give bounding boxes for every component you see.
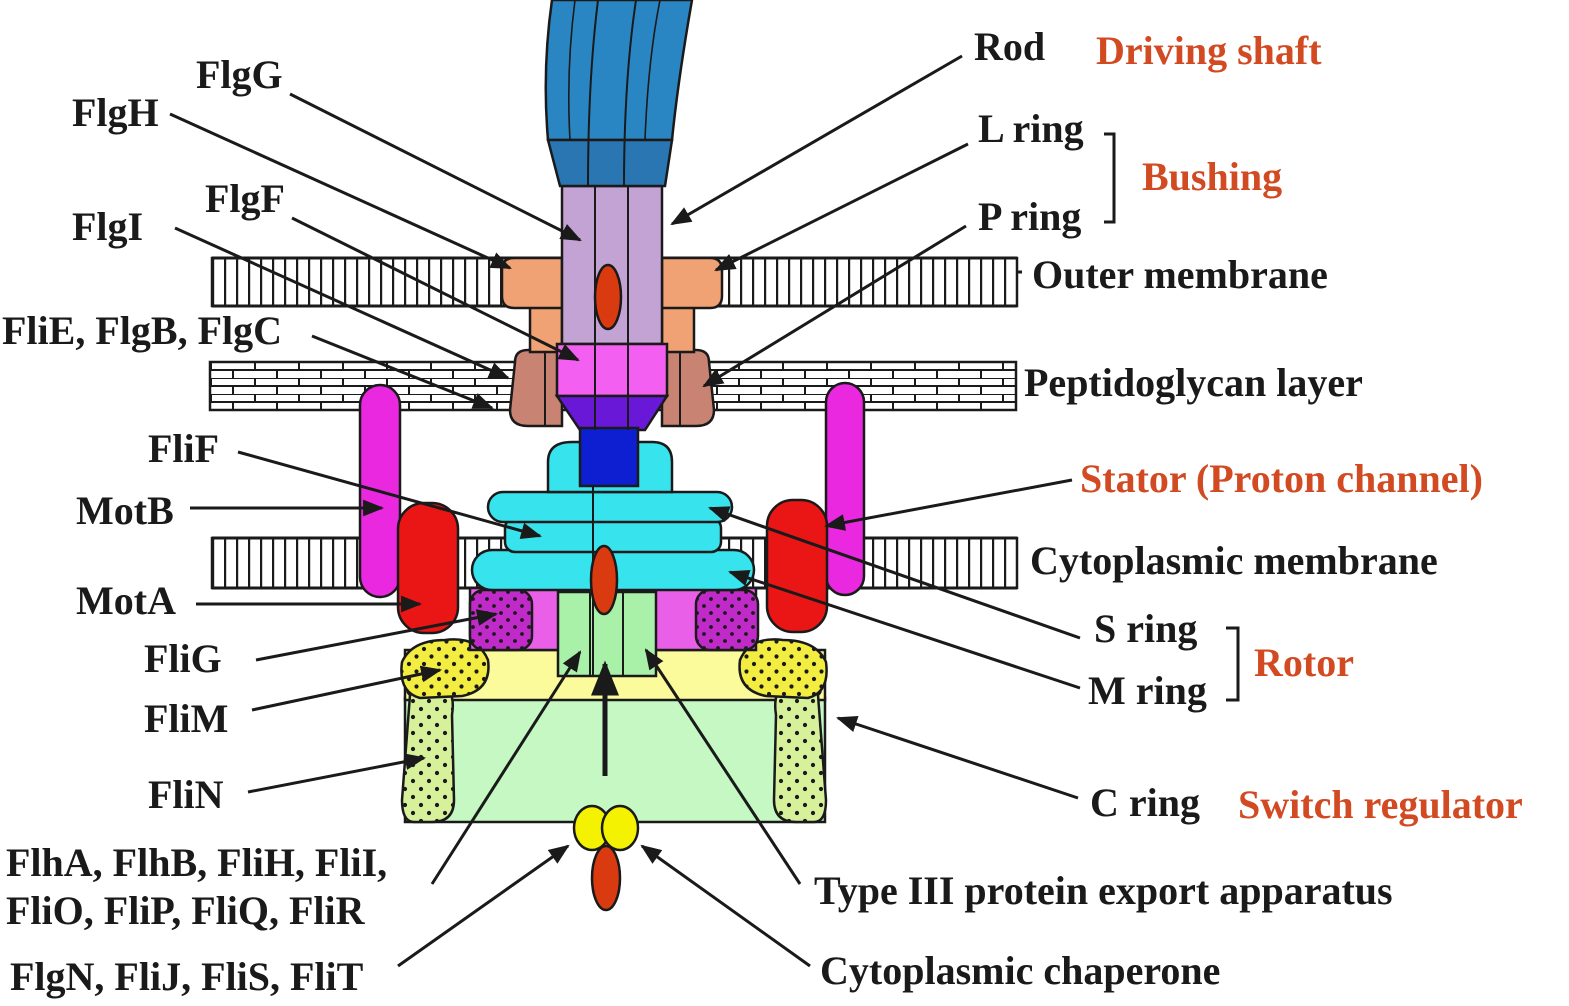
motA-right [765,498,829,634]
label-fliE-flgB-flgC: FliE, FlgB, FlgC [2,308,282,353]
label-rod: Rod [974,24,1045,69]
label-switch-regulator: Switch regulator [1238,782,1523,827]
label-rotor: Rotor [1254,640,1354,685]
label-bushing: Bushing [1142,154,1282,199]
channel-oval-upper [593,263,623,331]
label-fliN: FliN [148,772,224,817]
label-motA: MotA [76,578,176,623]
label-fliM: FliM [144,696,228,741]
label-cytoplasmic-membrane: Cytoplasmic membrane [1030,538,1438,583]
label-l-ring: L ring [978,106,1084,151]
label-flgG: FlgG [196,52,283,97]
motB-right [824,381,866,597]
fliM-complex [400,638,828,700]
label-fliG: FliG [144,636,222,681]
left-labels: FlgG FlgH FlgF FlgI FliE, FlgB, FlgC Fli… [2,52,387,999]
chaperone-complex [572,804,640,912]
label-export-proteins-1: FlhA, FlhB, FliH, FliI, [6,840,387,885]
fliN-complex [400,680,828,824]
label-driving-shaft: Driving shaft [1096,28,1322,73]
label-stator: Stator (Proton channel) [1080,456,1483,501]
label-p-ring: P ring [978,194,1081,239]
function-labels: Driving shaft Bushing Stator (Proton cha… [1080,28,1523,827]
label-outer-membrane: Outer membrane [1032,252,1328,297]
label-cytoplasmic-chaperone: Cytoplasmic chaperone [820,948,1220,993]
label-c-ring: C ring [1090,780,1200,825]
label-m-ring: M ring [1088,668,1207,713]
label-peptidoglycan-layer: Peptidoglycan layer [1024,360,1363,405]
l-ring [500,256,724,354]
right-pointers [640,54,1081,968]
label-flgF: FlgF [205,176,285,221]
hook [544,0,694,188]
label-type-iii-export: Type III protein export apparatus [814,868,1393,913]
label-s-ring: S ring [1094,606,1197,651]
left-pointers [169,92,582,968]
label-fliF: FliF [148,426,219,471]
label-chaperone-proteins: FlgN, FliJ, FliS, FliT [10,954,364,999]
label-flgH: FlgH [72,90,159,135]
p-ring [508,348,716,428]
brackets [1104,132,1240,702]
right-labels: Rod L ring P ring Outer membrane Peptido… [814,24,1438,993]
motA-left [396,501,460,635]
label-motB: MotB [76,488,174,533]
label-flgI: FlgI [72,204,143,249]
channel-oval-lower [589,544,619,616]
label-export-proteins-2: FliO, FliP, FliQ, FliR [6,888,366,933]
